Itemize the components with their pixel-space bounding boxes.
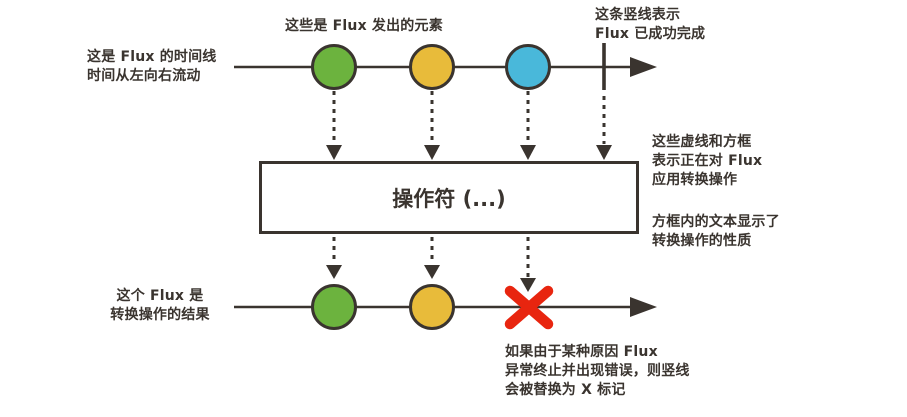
operator-output-arrows (326, 237, 536, 292)
annotation-box-text: 方框内的文本显示了 转换操作的性质 (652, 214, 780, 249)
dashed-arrowhead-icon (326, 145, 342, 160)
dashed-arrowhead-icon (326, 265, 342, 279)
result-marbles (311, 284, 455, 330)
annotation-emitted-elements: 这些是 Flux 发出的元素 (285, 18, 443, 34)
result-marble-green (311, 284, 357, 330)
source-marble-yellow (409, 44, 455, 90)
annotation-result-flux: 这个 Flux 是 转换操作的结果 (110, 288, 210, 323)
dashed-arrowhead-icon (596, 145, 612, 160)
annotation-source-timeline: 这是 Flux 的时间线 时间从左向右流动 (87, 49, 217, 84)
source-marble-green (311, 44, 357, 90)
source-marble-blue (505, 44, 551, 90)
source-timeline-arrowhead-icon (630, 57, 657, 77)
operator-box-label: 操作符 (...) (392, 186, 506, 211)
result-marble-yellow (409, 284, 455, 330)
source-marbles (311, 44, 551, 90)
error-x-icon (504, 285, 554, 330)
annotation-error-marker: 如果由于某种原因 Flux 异常终止并出现错误，则竖线 会被替换为 X 标记 (505, 344, 690, 398)
dashed-arrowhead-icon (520, 145, 536, 160)
dashed-arrowhead-icon (424, 145, 440, 160)
annotation-complete-marker: 这条竖线表示 Flux 已成功完成 (595, 7, 706, 42)
operator-input-arrows (326, 91, 612, 160)
result-timeline-arrowhead-icon (630, 297, 657, 317)
operator-box (259, 161, 639, 234)
dashed-arrowhead-icon (520, 278, 536, 292)
dashed-arrowhead-icon (424, 265, 440, 279)
annotation-transform-arrows: 这些虚线和方框 表示正在对 Flux 应用转换操作 (652, 134, 763, 188)
